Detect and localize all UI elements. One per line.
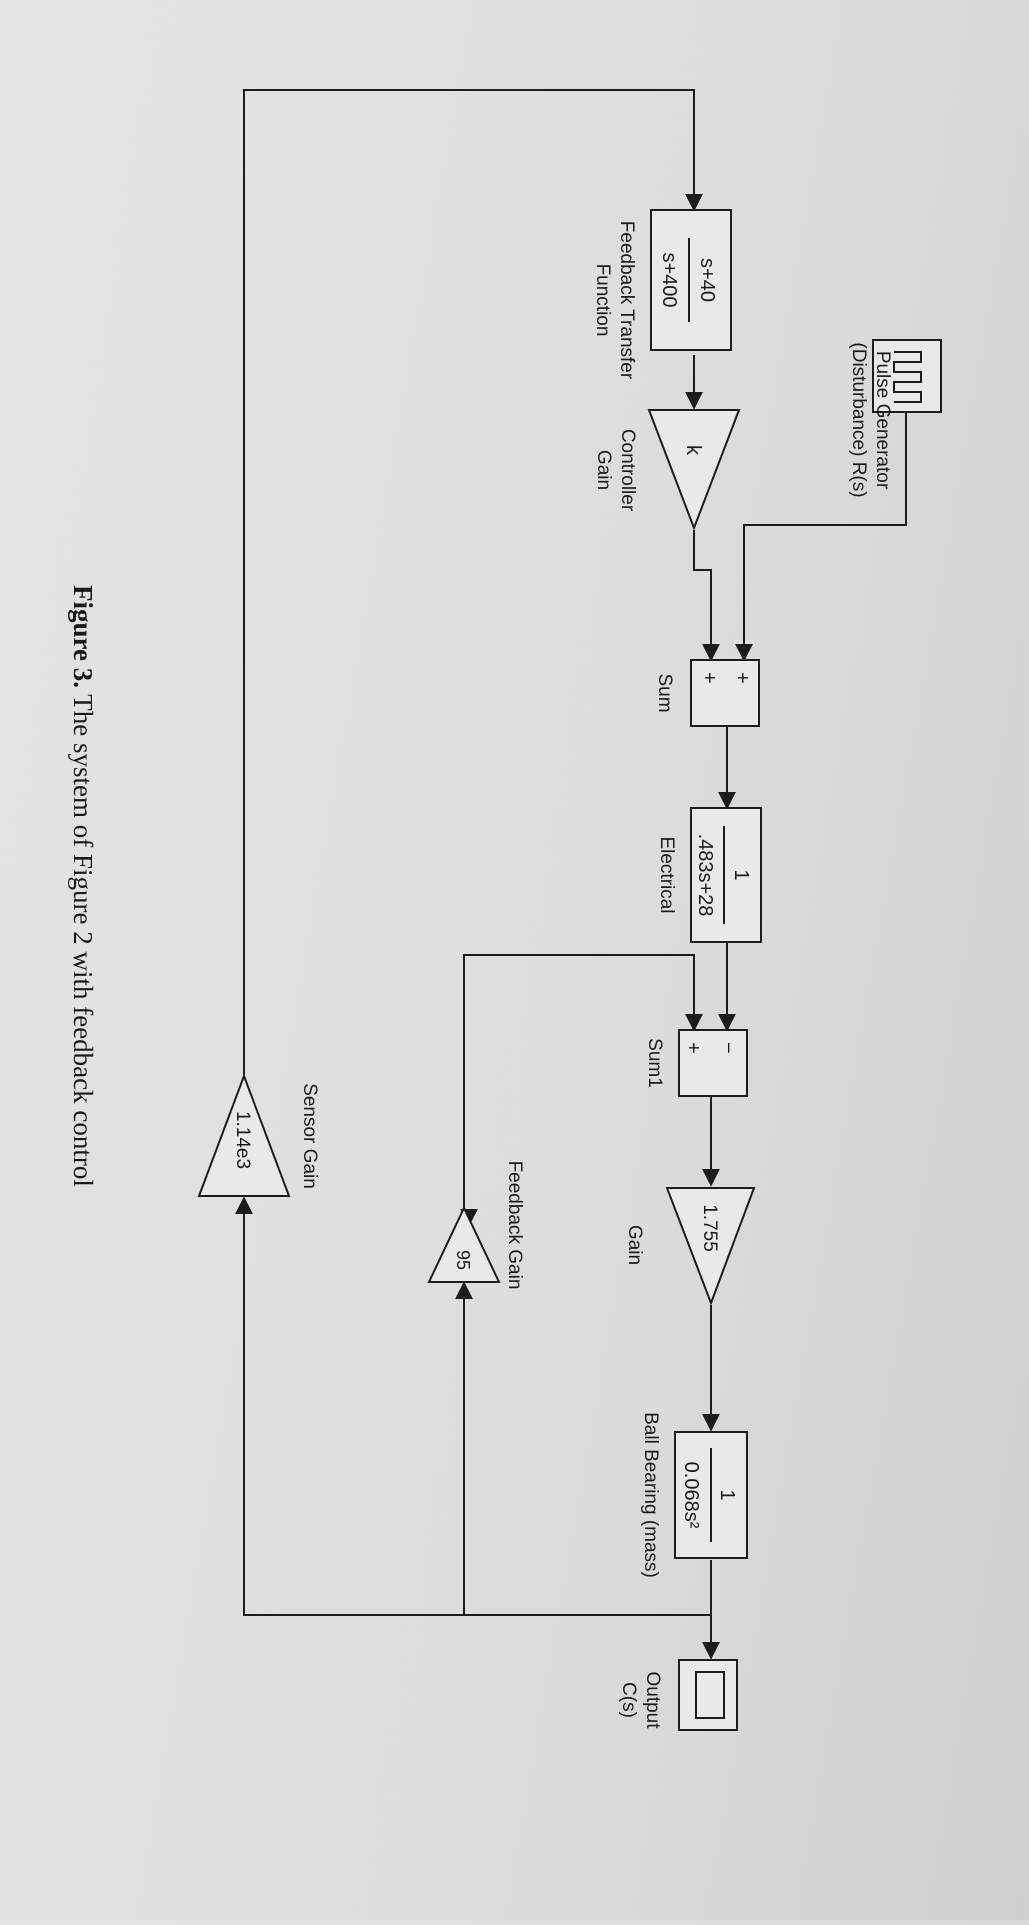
ball-bearing-label: Ball Bearing (mass): [640, 1412, 661, 1578]
controller-label-1: Controller: [617, 429, 638, 512]
ball-bearing-numerator: 1: [716, 1489, 738, 1500]
pulse-generator-block: Pulse Generator (Disturbance) R(s): [848, 339, 942, 498]
feedback-tf-label-1: Feedback Transfer: [616, 221, 637, 380]
sum-sign-1: +: [731, 672, 753, 684]
electrical-numerator: 1: [730, 869, 752, 880]
line-controller-to-sum: [693, 530, 720, 662]
line-branch-to-sensor-gain: [235, 1196, 464, 1616]
feedback-tf-denominator: s+400: [658, 252, 680, 307]
sum1-label: Sum1: [644, 1038, 665, 1088]
controller-gain-value: k: [682, 445, 704, 456]
sensor-gain-block: 1.14e3 Sensor Gain: [197, 1073, 320, 1197]
feedback-gain-block: 95 Feedback Gain: [427, 1161, 525, 1290]
sum-sign-2: +: [698, 672, 720, 684]
feedback-tf-block: s+40 s+400 Feedback Transfer Function: [592, 209, 732, 380]
output-label-2: C(s): [618, 1682, 639, 1718]
sum1-block: − + Sum1: [644, 1029, 748, 1097]
sensor-gain-label: Sensor Gain: [299, 1083, 320, 1189]
scope-icon: [695, 1671, 725, 1719]
controller-label-2: Gain: [593, 450, 614, 490]
controller-gain-block: k Controller Gain: [593, 409, 741, 531]
figure-caption-number: Figure 3.: [68, 585, 98, 688]
sum1-sign-2: +: [682, 1042, 704, 1054]
electrical-denominator: .483s+28: [694, 834, 716, 917]
line-sensor-to-tf: [243, 89, 703, 1075]
gain-block: 1.755 Gain: [624, 1187, 756, 1306]
feedback-gain-value: 95: [453, 1250, 473, 1270]
pulse-generator-label-2: (Disturbance) R(s): [848, 342, 869, 497]
feedback-tf-numerator: s+40: [696, 258, 718, 302]
sensor-gain-value: 1.14e3: [232, 1111, 253, 1169]
figure-caption: Figure 3. The system of Figure 2 with fe…: [68, 585, 98, 1187]
sum-block: + + Sum: [654, 659, 760, 727]
gain-value: 1.755: [699, 1204, 720, 1252]
output-scope-block: Output C(s): [618, 1659, 738, 1731]
figure-caption-text: The system of Figure 2 with feedback con…: [68, 688, 98, 1187]
pulse-generator-label-1: Pulse Generator: [872, 351, 893, 490]
feedback-tf-label-2: Function: [592, 264, 613, 337]
pulse-wave-icon: [893, 351, 922, 403]
electrical-block: 1 .483s+28 Electrical: [656, 807, 762, 943]
sum1-sign-1: −: [717, 1042, 739, 1054]
output-label-1: Output: [642, 1671, 663, 1729]
line-pulse-to-sum: [735, 412, 907, 662]
ball-bearing-denominator: 0.068s²: [680, 1462, 702, 1529]
sum-label: Sum: [654, 673, 675, 712]
ball-bearing-block: 1 0.068s² Ball Bearing (mass): [640, 1412, 748, 1578]
gain-label: Gain: [624, 1225, 645, 1265]
line-branch-to-feedback-gain: [455, 1281, 711, 1616]
feedback-gain-label: Feedback Gain: [504, 1161, 525, 1290]
electrical-label: Electrical: [656, 836, 677, 913]
